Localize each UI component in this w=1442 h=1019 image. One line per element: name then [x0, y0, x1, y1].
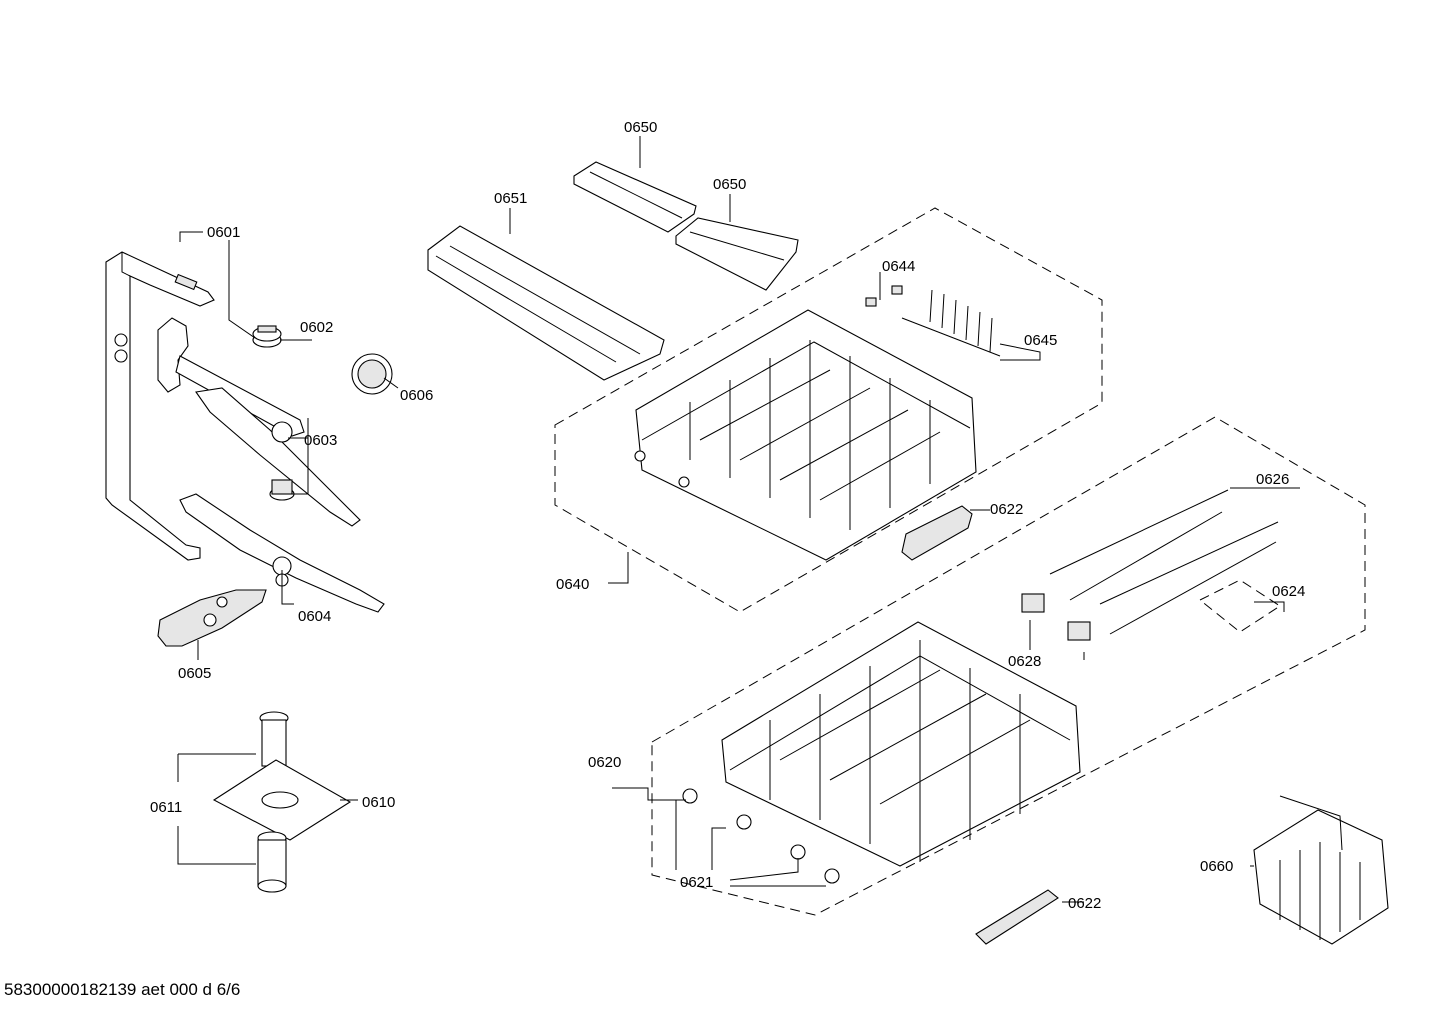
handle-0622-upper — [901, 505, 973, 561]
spray-pipe-0601 — [105, 251, 215, 561]
clips-0624 — [1199, 579, 1281, 633]
holders-0628 — [1021, 593, 1091, 641]
clips-0644 — [865, 285, 903, 307]
label-0644: 0644 — [882, 258, 915, 275]
lower-basket-0620 — [721, 621, 1081, 867]
label-0620: 0620 — [588, 754, 621, 771]
leader-lines — [177, 136, 1300, 903]
label-0610: 0610 — [362, 794, 395, 811]
label-0604: 0604 — [298, 608, 331, 625]
label-0645: 0645 — [1024, 332, 1057, 349]
label-0606: 0606 — [400, 387, 433, 404]
label-0650-a: 0650 — [624, 119, 657, 136]
filter-plate-0605 — [157, 589, 267, 647]
label-0622-lower: 0622 — [1068, 895, 1101, 912]
label-0660: 0660 — [1200, 858, 1233, 875]
lower-spray-arm-0604 — [179, 493, 385, 613]
tine-rack-0645 — [901, 289, 1001, 357]
label-0624: 0624 — [1272, 583, 1305, 600]
label-0651: 0651 — [494, 190, 527, 207]
document-footer-id: 58300000182139 aet 000 d 6/6 — [4, 980, 241, 999]
rack-insert-0650-b — [675, 217, 799, 291]
wheels-0621 — [682, 788, 840, 884]
label-0621: 0621 — [680, 874, 713, 891]
disc-0606 — [351, 353, 393, 395]
label-0628: 0628 — [1008, 653, 1041, 670]
lower-basket-boundary — [651, 416, 1366, 916]
label-0640: 0640 — [556, 576, 589, 593]
upper-spray-arm-0603 — [157, 317, 361, 527]
label-0626: 0626 — [1256, 471, 1289, 488]
upper-basket-0640 — [634, 309, 977, 561]
rack-insert-0650-a — [573, 161, 697, 233]
nozzle-0602 — [252, 325, 282, 348]
label-0622-upper: 0622 — [990, 501, 1023, 518]
label-0650-b: 0650 — [713, 176, 746, 193]
cutlery-tray-0651 — [427, 225, 665, 381]
upper-basket-boundary — [554, 207, 1103, 613]
handle-0622-lower — [975, 889, 1059, 945]
filter-system-0610 — [212, 711, 352, 893]
cutlery-basket-0660 — [1253, 795, 1389, 945]
label-0603: 0603 — [304, 432, 337, 449]
label-0605: 0605 — [178, 665, 211, 682]
tine-racks-0626 — [1049, 489, 1279, 635]
label-0611: 0611 — [150, 799, 182, 816]
label-0602: 0602 — [300, 319, 333, 336]
label-0601: 0601 — [207, 224, 240, 241]
